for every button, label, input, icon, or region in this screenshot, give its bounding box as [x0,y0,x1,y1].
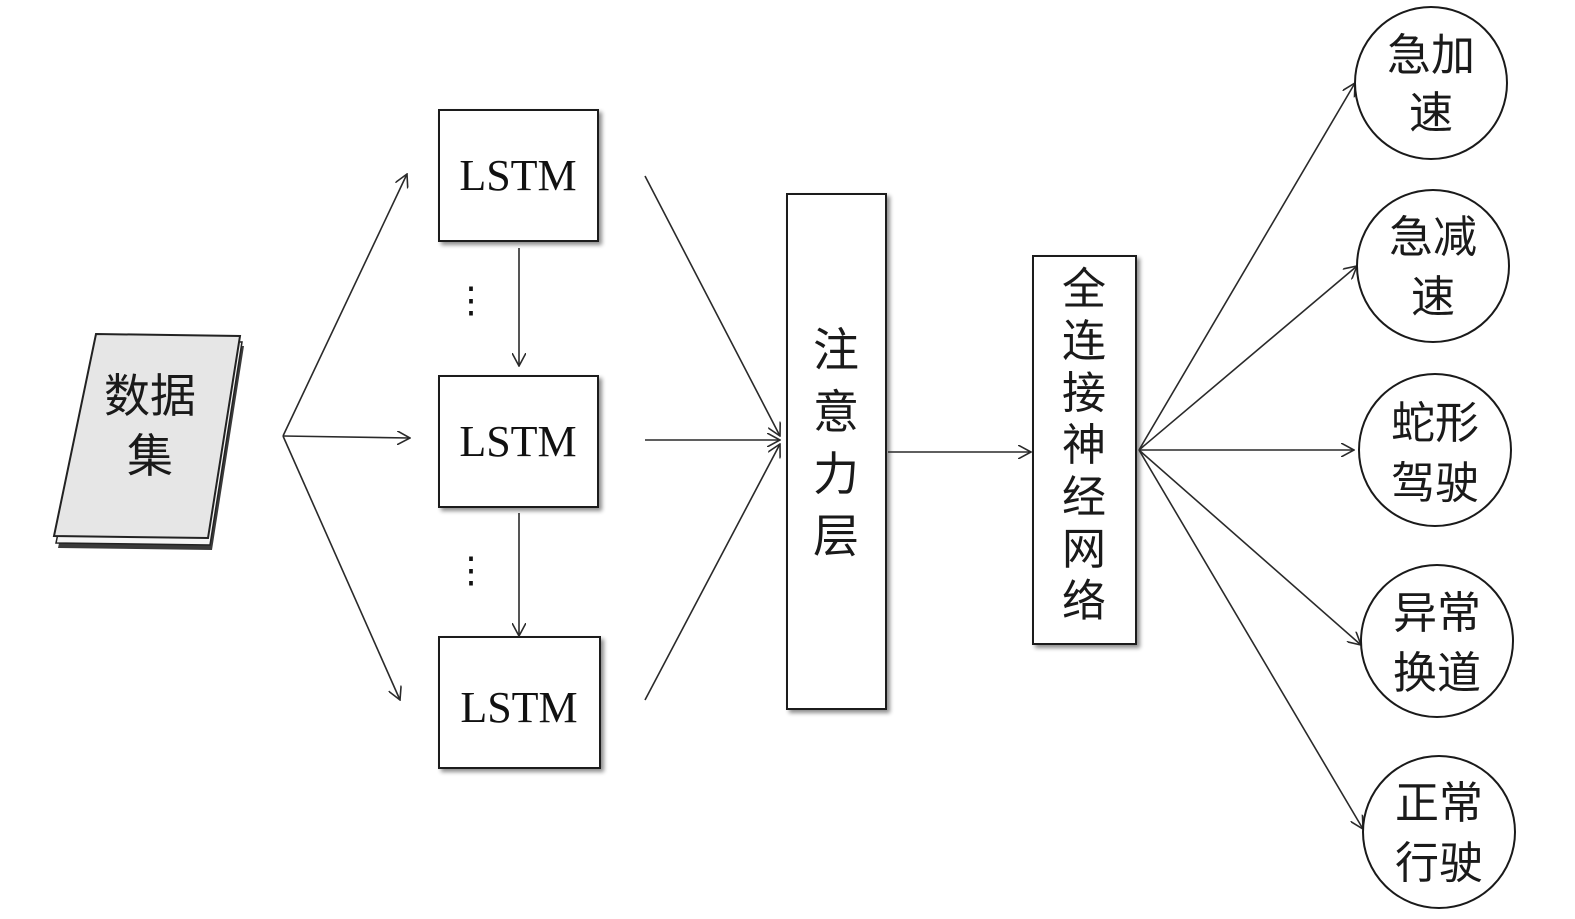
fc-network: 全 连 接 神 经 网 络 [1032,255,1137,645]
output-node-3-circle [1358,373,1512,527]
edge-dataset-to-lstm-top [282,174,407,437]
lstm-top-box [438,109,599,242]
dataset-node: 数据 集 [52,332,244,550]
fc-network-box [1032,255,1137,645]
fc-char-1: 全 [1062,264,1106,315]
lstm-top: LSTM [438,109,599,242]
lstm-middle: LSTM [438,375,599,508]
edge-dataset-to-lstm-bottom [282,435,400,700]
edge-lstm-bottom-to-attention [644,444,780,701]
output-node-4-circle [1360,564,1514,718]
fc-char-2: 连 [1062,316,1106,367]
attention-char-1: 注 [813,323,859,377]
lstm-to-attention-edges [644,175,780,701]
lstm-bottom: LSTM [438,636,601,769]
attention-layer: 注 意 力 层 [786,193,887,710]
dataset-page-front [52,332,242,540]
edge-fc-to-output-4 [1138,449,1361,645]
dataset-label-line1: 数据 [104,369,196,423]
attention-char-4: 层 [813,509,859,563]
edge-fc-to-output-5 [1138,449,1363,829]
output-node-5-circle [1362,755,1516,909]
fc-char-7: 络 [1062,576,1106,627]
output-node-2-line1: 急减 [1389,212,1477,263]
output-node-4-line2: 换道 [1393,648,1481,699]
lstm-top-label: LSTM [459,151,576,200]
output-node-1: 急加 速 [1354,6,1508,160]
output-node-5-line2: 行驶 [1395,838,1483,889]
output-node-5: 正常 行驶 [1362,755,1516,909]
output-node-4-line1: 异常 [1393,588,1481,639]
output-node-4: 异常 换道 [1360,564,1514,718]
lstm-bottom-label: LSTM [460,683,577,732]
output-node-2-line2: 速 [1411,272,1455,323]
edge-lstm-top-to-attention [644,175,780,436]
lstm-bottom-box [438,636,601,769]
output-node-2-circle [1356,189,1510,343]
output-node-3-line1: 蛇形 [1391,398,1479,449]
dataset-to-lstm-edges [282,174,410,700]
fc-char-4: 神 [1062,420,1106,471]
output-node-5-line1: 正常 [1395,778,1483,829]
dataset-label-line2: 集 [127,429,173,483]
fc-char-5: 经 [1062,472,1106,523]
edge-fc-to-output-1 [1138,83,1355,451]
fc-char-3: 接 [1062,368,1106,419]
lstm-middle-label: LSTM [459,417,576,466]
output-node-1-circle [1354,6,1508,160]
fc-char-6: 网 [1062,524,1106,575]
output-node-3-line2: 驾驶 [1391,458,1479,509]
attention-layer-box [786,193,887,710]
attention-char-3: 力 [813,447,859,501]
ellipsis-upper: ⋮ [453,280,489,320]
ellipsis-lower: ⋮ [453,550,489,590]
output-node-1-line2: 速 [1409,88,1453,139]
fc-to-output-edges [1138,83,1363,829]
attention-char-2: 意 [813,385,859,439]
edge-fc-to-output-2 [1138,266,1357,451]
edge-dataset-to-lstm-middle [282,436,410,438]
output-node-1-line1: 急加 [1387,30,1475,81]
output-node-3: 蛇形 驾驶 [1358,373,1512,527]
output-node-2: 急减 速 [1356,189,1510,343]
lstm-middle-box [438,375,599,508]
